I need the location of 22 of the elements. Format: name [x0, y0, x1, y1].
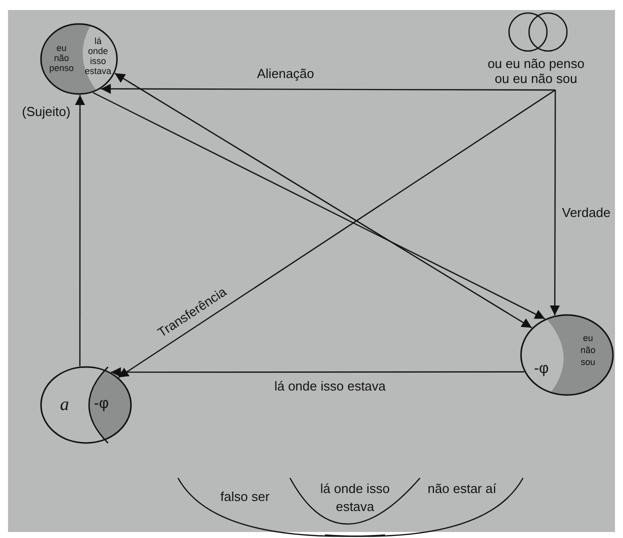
node-text: ou eu não sou	[494, 71, 578, 86]
edge-label: Verdade	[560, 205, 612, 220]
node-text: -φ	[94, 395, 109, 413]
arrow	[118, 90, 556, 378]
region-label: lá onde isso estava	[319, 480, 391, 516]
arrow	[92, 92, 546, 320]
node-text: eu não sou	[579, 332, 597, 368]
node-text: a	[60, 394, 69, 414]
region-label: falso ser	[219, 488, 271, 506]
arrow	[550, 90, 560, 316]
arrow	[75, 95, 85, 366]
node-text: -φ	[534, 360, 549, 378]
node-text: ou eu não penso	[486, 56, 586, 71]
node-text: lá onde isso estava	[84, 36, 112, 76]
edge-label: (Sujeito)	[20, 104, 72, 119]
region-label: não estar aí	[426, 480, 498, 498]
arrow	[100, 84, 556, 94]
edge-label: Alienação	[255, 66, 316, 81]
arrow	[110, 367, 524, 378]
node-text: eu não penso	[48, 43, 75, 73]
edge-label: lá onde isso estava	[272, 378, 388, 394]
arrow	[114, 72, 532, 328]
